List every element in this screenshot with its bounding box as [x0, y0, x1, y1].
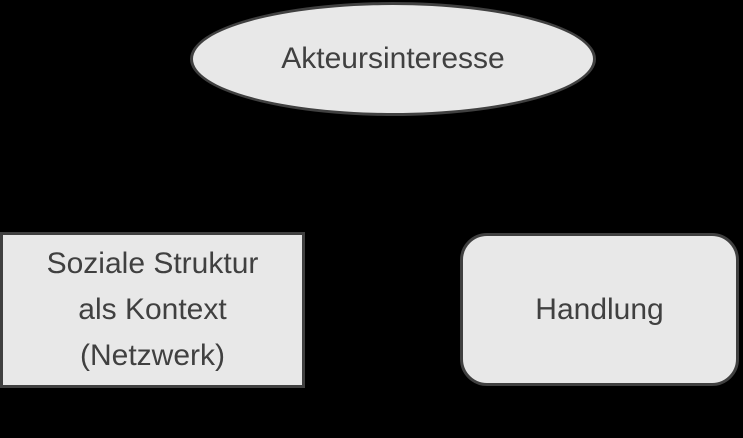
node-soziale-struktur-label-line3: (Netzwerk): [79, 339, 225, 372]
node-handlung-label: Handlung: [535, 292, 664, 326]
node-akteursinteresse: Akteursinteresse: [190, 2, 596, 116]
node-akteursinteresse-label: Akteursinteresse: [281, 42, 505, 75]
node-soziale-struktur: Soziale Struktur als Kontext (Netzwerk): [0, 232, 305, 388]
node-soziale-struktur-label-line2: als Kontext: [78, 293, 227, 326]
node-soziale-struktur-label-line1: Soziale Struktur: [46, 247, 259, 280]
node-handlung: Handlung: [460, 233, 739, 386]
